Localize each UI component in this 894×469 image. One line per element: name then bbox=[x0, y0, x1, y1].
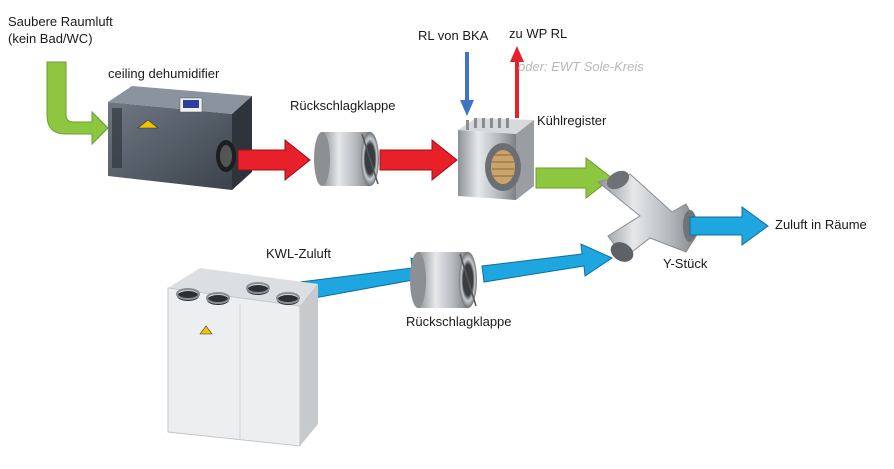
y-piece-label: Y-Stück bbox=[663, 256, 708, 271]
return-pipe-to-heatpump bbox=[510, 46, 524, 118]
check-valve-top bbox=[314, 132, 379, 186]
check-valve-bottom bbox=[410, 252, 477, 308]
red-arrow-1 bbox=[237, 138, 311, 182]
inlet-arrow bbox=[46, 61, 109, 146]
kwl-unit bbox=[167, 268, 318, 447]
red-arrow-2 bbox=[379, 138, 458, 182]
cooling-coil-label: Kühlregister bbox=[537, 113, 607, 128]
blue-arrow-2 bbox=[481, 243, 614, 283]
dehumidifier-unit bbox=[108, 86, 252, 190]
return-pipe-from-bka bbox=[460, 52, 474, 116]
dehumidifier-label: ceiling dehumidifier bbox=[108, 66, 220, 81]
zu-wp-rl-label: zu WP RL bbox=[509, 26, 568, 41]
supply-rooms-label: Zuluft in Räume bbox=[775, 217, 867, 232]
supply-arrow bbox=[689, 206, 769, 246]
source-label-line2: (kein Bad/WC) bbox=[8, 31, 93, 46]
green-arrow-to-y bbox=[535, 156, 613, 200]
source-label-line1: Saubere Raumluft bbox=[8, 14, 113, 29]
y-piece bbox=[596, 170, 701, 262]
kwl-supply-label: KWL-Zuluft bbox=[266, 246, 332, 261]
check-valve-bottom-label: Rückschlagklappe bbox=[406, 314, 512, 329]
alt-note-label: oder: EWT Sole-Kreis bbox=[518, 59, 644, 74]
rl-bka-label: RL von BKA bbox=[418, 28, 489, 43]
check-valve-top-label: Rückschlagklappe bbox=[290, 98, 396, 113]
cooling-coil-unit bbox=[458, 118, 534, 200]
